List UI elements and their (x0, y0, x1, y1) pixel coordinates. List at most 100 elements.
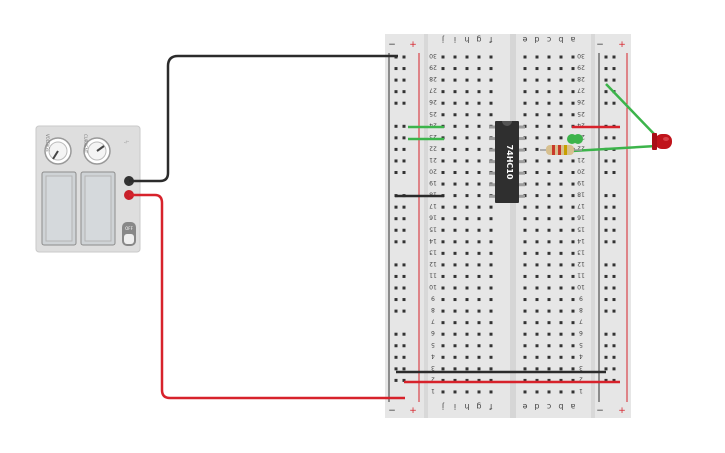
breadboard-hole[interactable] (547, 159, 551, 163)
breadboard-hole[interactable] (559, 90, 563, 94)
breadboard-hole[interactable] (477, 194, 481, 198)
breadboard-hole[interactable] (612, 355, 616, 359)
breadboard-hole[interactable] (559, 171, 563, 174)
breadboard-hole[interactable] (559, 309, 563, 313)
breadboard-hole[interactable] (477, 171, 481, 174)
breadboard-hole[interactable] (394, 205, 398, 209)
breadboard-hole[interactable] (402, 240, 406, 244)
breadboard-hole[interactable] (547, 390, 551, 394)
breadboard-hole[interactable] (604, 67, 608, 71)
breadboard-hole[interactable] (477, 309, 481, 313)
breadboard-hole[interactable] (559, 321, 563, 325)
breadboard-hole[interactable] (453, 159, 457, 163)
breadboard-hole[interactable] (402, 159, 406, 163)
breadboard-hole[interactable] (604, 332, 608, 336)
breadboard-hole[interactable] (559, 101, 563, 105)
breadboard-hole[interactable] (523, 240, 527, 244)
breadboard-hole[interactable] (547, 332, 551, 336)
breadboard-hole[interactable] (465, 90, 469, 94)
breadboard-hole[interactable] (465, 78, 469, 82)
breadboard-hole[interactable] (604, 78, 608, 82)
breadboard-hole[interactable] (441, 321, 445, 325)
breadboard-hole[interactable] (523, 298, 527, 302)
breadboard-hole[interactable] (559, 286, 563, 290)
breadboard-hole[interactable] (465, 344, 469, 348)
breadboard-hole[interactable] (394, 136, 398, 140)
breadboard-hole[interactable] (453, 240, 457, 244)
wire-led-return-green[interactable] (571, 144, 657, 153)
breadboard-hole[interactable] (489, 90, 493, 94)
breadboard-hole[interactable] (477, 90, 481, 94)
breadboard-hole[interactable] (477, 78, 481, 82)
breadboard-hole[interactable] (477, 251, 481, 255)
breadboard-hole[interactable] (571, 263, 575, 267)
breadboard-hole[interactable] (547, 113, 551, 117)
breadboard-hole[interactable] (465, 147, 469, 151)
breadboard-hole[interactable] (559, 240, 563, 244)
breadboard-hole[interactable] (489, 240, 493, 244)
breadboard-hole[interactable] (559, 55, 563, 59)
breadboard-hole[interactable] (489, 274, 493, 278)
breadboard-hole[interactable] (402, 147, 406, 151)
breadboard-hole[interactable] (559, 113, 563, 117)
breadboard-hole[interactable] (441, 378, 445, 382)
breadboard-hole[interactable] (571, 101, 575, 105)
breadboard-hole[interactable] (402, 171, 406, 174)
breadboard-hole[interactable] (453, 205, 457, 209)
breadboard-hole[interactable] (441, 390, 445, 394)
breadboard-hole[interactable] (489, 217, 493, 221)
breadboard-hole[interactable] (465, 136, 469, 140)
breadboard-hole[interactable] (559, 378, 563, 382)
breadboard-hole[interactable] (604, 217, 608, 221)
breadboard-hole[interactable] (571, 171, 575, 174)
breadboard-hole[interactable] (465, 298, 469, 302)
breadboard-hole[interactable] (535, 101, 539, 105)
breadboard-hole[interactable] (559, 390, 563, 394)
breadboard-hole[interactable] (571, 344, 575, 348)
breadboard-hole[interactable] (535, 171, 539, 174)
breadboard-hole[interactable] (547, 78, 551, 82)
breadboard-hole[interactable] (547, 274, 551, 278)
breadboard-hole[interactable] (477, 332, 481, 336)
breadboard-hole[interactable] (453, 101, 457, 105)
breadboard-hole[interactable] (477, 147, 481, 151)
breadboard-hole[interactable] (571, 67, 575, 71)
breadboard-hole[interactable] (477, 228, 481, 232)
breadboard-hole[interactable] (489, 390, 493, 394)
breadboard-hole[interactable] (489, 113, 493, 117)
breadboard-hole[interactable] (453, 78, 457, 82)
breadboard-hole[interactable] (465, 182, 469, 186)
breadboard-hole[interactable] (535, 321, 539, 325)
breadboard-hole[interactable] (547, 55, 551, 59)
breadboard-hole[interactable] (523, 78, 527, 82)
breadboard-hole[interactable] (441, 67, 445, 71)
wire-endpoint-marker[interactable] (573, 134, 583, 144)
breadboard-hole[interactable] (453, 194, 457, 198)
breadboard-hole[interactable] (453, 332, 457, 336)
breadboard-hole[interactable] (489, 309, 493, 313)
breadboard-hole[interactable] (571, 251, 575, 255)
breadboard-hole[interactable] (453, 171, 457, 174)
breadboard-hole[interactable] (394, 309, 398, 313)
breadboard-hole[interactable] (523, 355, 527, 359)
breadboard-hole[interactable] (441, 367, 445, 371)
breadboard-hole[interactable] (559, 194, 563, 198)
breadboard-hole[interactable] (523, 67, 527, 71)
breadboard-hole[interactable] (604, 194, 608, 198)
breadboard-hole[interactable] (441, 205, 445, 209)
voltage-knob[interactable] (44, 137, 72, 165)
breadboard-hole[interactable] (477, 298, 481, 302)
breadboard-hole[interactable] (453, 274, 457, 278)
breadboard-hole[interactable] (402, 274, 406, 278)
breadboard-hole[interactable] (535, 378, 539, 382)
breadboard-hole[interactable] (402, 228, 406, 232)
breadboard-hole[interactable] (523, 332, 527, 336)
breadboard-hole[interactable] (402, 332, 406, 336)
breadboard-hole[interactable] (547, 228, 551, 232)
breadboard-hole[interactable] (571, 217, 575, 221)
breadboard-hole[interactable] (559, 124, 563, 128)
red-led[interactable] (652, 133, 672, 150)
breadboard-hole[interactable] (477, 378, 481, 382)
breadboard-hole[interactable] (535, 90, 539, 94)
breadboard-hole[interactable] (465, 332, 469, 336)
